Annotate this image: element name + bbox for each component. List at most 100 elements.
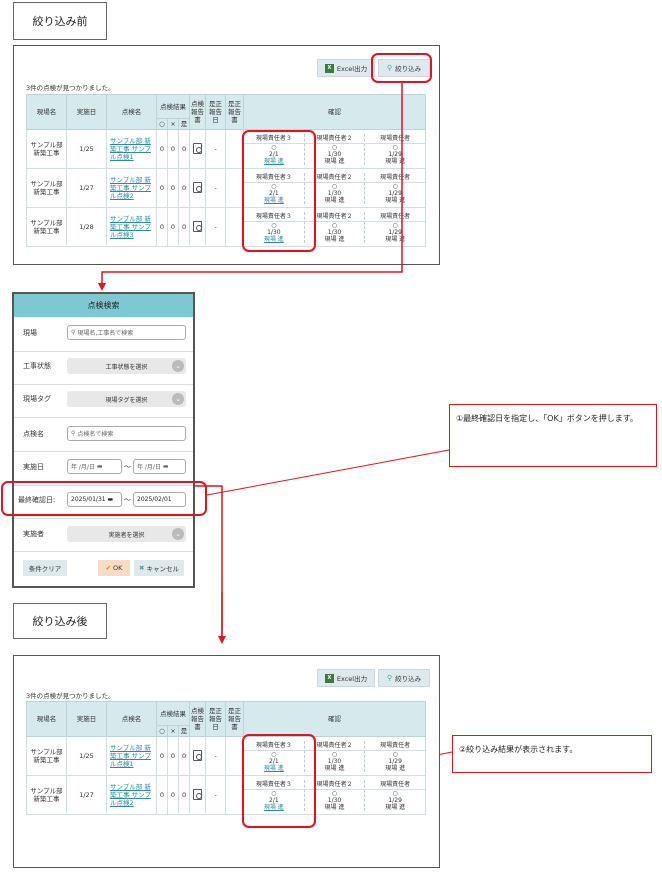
check-mark: ○ xyxy=(271,143,277,151)
confirm-date: 1/30 xyxy=(267,228,281,236)
last-confirm-row: 最終確認日: 2025/01/31 ▬ ～ 2025/02/01 xyxy=(14,492,193,512)
ok-count: 0 xyxy=(156,775,168,815)
col-header-confirm: 確認 xyxy=(243,94,426,130)
confirm-date: 2/1 xyxy=(269,757,279,765)
person-row: 実施者: 実施者を選択⌄ xyxy=(14,526,193,546)
site-search-input[interactable]: ⚲ 現場名,工事名で検索 xyxy=(67,325,186,340)
inspection-table: 現場名実施日点検名点検結果点検報告書是正報告日是正報告書確認○×是サンプル部 新… xyxy=(26,94,426,247)
col-header-date: 実施日 xyxy=(66,94,107,130)
search-icon: ⚲ xyxy=(386,64,393,72)
inspection-link[interactable]: サンプル部 新築工事 サンプル点検1 xyxy=(106,129,157,169)
after-label: 絞り込み後 xyxy=(13,603,107,639)
check-mark: ○ xyxy=(331,789,338,797)
confirmer-name[interactable]: 現場 進 xyxy=(263,764,284,772)
callout-step-2: ②絞り込み結果が表示されます。 xyxy=(452,735,652,773)
col-header-ng: × xyxy=(167,725,179,737)
before-label: 絞り込み前 xyxy=(13,2,107,40)
ok-button[interactable]: ✔OK xyxy=(98,560,130,576)
status-select[interactable]: 工事状態を選択⌄ xyxy=(67,358,186,374)
person-select[interactable]: 実施者を選択⌄ xyxy=(67,526,186,542)
confirm-date: 1/30 xyxy=(327,228,342,236)
confirmer-name[interactable]: 現場 進 xyxy=(263,235,284,243)
pdf-icon[interactable] xyxy=(193,749,203,761)
date-from-input[interactable]: 年 /月/日 ▬ xyxy=(67,459,122,474)
col-header-fix-doc: 是正報告書 xyxy=(225,94,245,130)
confirmer-name: 現場 進 xyxy=(324,157,345,165)
confirm-date: 1/29 xyxy=(388,150,402,158)
pdf-icon[interactable] xyxy=(193,220,203,232)
confirm-date: 1/29 xyxy=(388,796,402,804)
callout-step-1: ①最終確認日を指定し、「OK」ボタンを押します。 xyxy=(449,404,657,467)
confirmer-name[interactable]: 現場 進 xyxy=(263,157,284,165)
check-icon: ✔ xyxy=(105,564,112,572)
clear-conditions-button[interactable]: 条件クリア xyxy=(23,560,67,576)
confirmer-name: 現場 進 xyxy=(324,764,345,772)
result-count-text: 3件の点検が見つかりました。 xyxy=(26,84,115,92)
site-cell: サンプル部 新築工事 xyxy=(26,207,67,247)
col-header-date: 実施日 xyxy=(66,701,107,737)
search-icon: ⚲ xyxy=(71,329,78,336)
date-cell: 1/27 xyxy=(66,775,107,815)
check-mark: ○ xyxy=(331,221,338,229)
tag-row: 現場タグ: 現場タグを選択⌄ xyxy=(14,391,193,411)
chevron-down-icon: ⌄ xyxy=(172,393,184,405)
inspection-name-row: 点検名: ⚲ 点検名で検索 xyxy=(14,426,193,446)
cancel-button[interactable]: ✖キャンセル xyxy=(134,560,184,576)
fix-report-date: - xyxy=(205,736,227,776)
filter-button[interactable]: ⚲絞り込み xyxy=(378,59,430,77)
tag-select[interactable]: 現場タグを選択⌄ xyxy=(67,391,186,407)
confirm-date: 1/30 xyxy=(327,796,342,804)
confirm-date: 1/29 xyxy=(388,228,402,236)
inspection-link[interactable]: サンプル部 新築工事 サンプル点検3 xyxy=(106,207,157,247)
pdf-icon[interactable] xyxy=(193,142,203,154)
inspection-search-modal: 点検検索 現場: ⚲ 現場名,工事名で検索 工事状態: 工事状態を選択⌄ 現場タ… xyxy=(12,292,195,588)
col-header-report: 点検報告書 xyxy=(189,94,207,130)
inspection-name-input[interactable]: ⚲ 点検名で検索 xyxy=(67,426,186,441)
result-count-text: 3件の点検が見つかりました。 xyxy=(26,692,115,700)
pdf-icon[interactable] xyxy=(193,181,203,193)
last-confirm-to-input[interactable]: 2025/02/01 xyxy=(133,492,186,507)
col-header-result: 点検結果 xyxy=(155,94,191,119)
check-mark: ○ xyxy=(331,182,338,190)
search-icon: ⚲ xyxy=(386,674,393,682)
fix-report-date: - xyxy=(205,775,227,815)
modal-title: 点検検索 xyxy=(14,294,193,317)
inspection-table: 現場名実施日点検名点検結果点検報告書是正報告日是正報告書確認○×是サンプル部 新… xyxy=(26,701,426,815)
pdf-icon[interactable] xyxy=(193,788,203,800)
ok-count: 0 xyxy=(156,736,168,776)
fix-count: 0 xyxy=(177,736,191,776)
confirmer-name[interactable]: 現場 進 xyxy=(263,196,284,204)
col-header-fix-doc: 是正報告書 xyxy=(225,701,245,737)
col-header-inspection: 点検名 xyxy=(106,701,157,737)
check-mark: ○ xyxy=(392,789,398,797)
chevron-down-icon: ⌄ xyxy=(172,528,184,540)
confirmer-name: 現場 進 xyxy=(324,803,345,811)
search-icon: ⚲ xyxy=(71,430,78,437)
confirmer-name[interactable]: 現場 進 xyxy=(263,803,284,811)
inspection-link[interactable]: サンプル部 新築工事 サンプル点検2 xyxy=(106,775,157,815)
fix-count: 0 xyxy=(177,775,191,815)
filter-button[interactable]: ⚲絞り込み xyxy=(378,669,430,687)
date-to-input[interactable]: 年 /月/日 ▬ xyxy=(133,459,186,474)
inspection-link[interactable]: サンプル部 新築工事 サンプル点検1 xyxy=(106,736,157,776)
last-confirm-from-input[interactable]: 2025/01/31 ▬ xyxy=(67,492,122,507)
check-mark: ○ xyxy=(271,750,277,758)
site-cell: サンプル部 新築工事 xyxy=(26,775,67,815)
confirmer-name: 現場 進 xyxy=(385,764,406,772)
col-header-site: 現場名 xyxy=(26,701,67,737)
confirm-date: 1/30 xyxy=(327,150,342,158)
check-mark: ○ xyxy=(392,182,398,190)
highlight-last-confirm-row xyxy=(1,481,207,516)
